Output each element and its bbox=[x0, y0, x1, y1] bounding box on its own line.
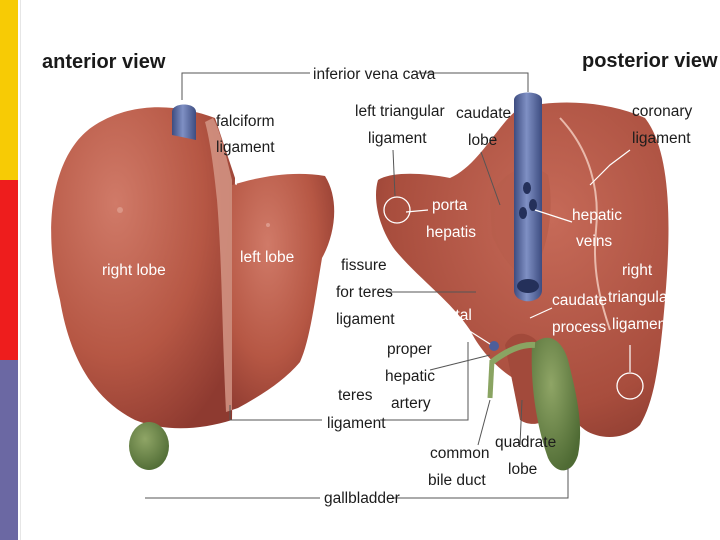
label-falciform-line1: falciform bbox=[216, 113, 275, 130]
label-caudate-process-line2: process bbox=[552, 319, 607, 336]
label-porta-hepatis-line1: porta bbox=[432, 197, 468, 214]
label-proper-hepatic-line2: hepatic bbox=[385, 368, 435, 385]
label-proper-hepatic-line1: proper bbox=[387, 341, 432, 358]
label-hepatic-veins-line1: hepatic bbox=[572, 207, 622, 224]
anterior-gallbladder-shape bbox=[129, 422, 169, 470]
portal-vein-shape bbox=[489, 341, 499, 351]
label-right-lobe: right lobe bbox=[102, 262, 166, 279]
common-bile-duct-shape bbox=[490, 360, 492, 398]
label-fissure-line2: for teres bbox=[336, 284, 393, 301]
anterior-view-title: anterior view bbox=[42, 51, 166, 73]
label-coronary-line1: coronary bbox=[632, 103, 693, 120]
label-quadrate-line1: quadrate bbox=[495, 434, 556, 451]
label-left-triangular-line1: left triangular bbox=[355, 103, 445, 120]
label-porta-hepatis-line2: hepatis bbox=[426, 224, 476, 241]
label-portal-vein-line1: portal bbox=[433, 307, 472, 324]
label-proper-hepatic-line3: artery bbox=[391, 395, 431, 412]
label-caudate-lobe-line2: lobe bbox=[468, 132, 497, 149]
label-fissure-line3: ligament bbox=[336, 311, 395, 328]
label-common-bile-line1: common bbox=[430, 445, 489, 462]
label-falciform-line2: ligament bbox=[216, 139, 275, 156]
anterior-left-lobe-shape bbox=[232, 174, 334, 410]
label-right-triangular-line1: right bbox=[622, 262, 653, 279]
label-quadrate-line2: lobe bbox=[508, 461, 537, 478]
ivc-posterior-shape bbox=[514, 93, 542, 302]
label-right-triangular-line2: triangular bbox=[608, 289, 673, 306]
label-teres-line2: ligament bbox=[327, 415, 386, 432]
label-portal-vein-line2: vein bbox=[437, 333, 465, 350]
label-fissure-line1: fissure bbox=[341, 257, 387, 274]
label-caudate-process-line1: caudate bbox=[552, 292, 607, 309]
label-teres-line1: teres bbox=[338, 387, 373, 404]
posterior-view-title: posterior view bbox=[582, 50, 718, 72]
label-left-lobe: left lobe bbox=[240, 249, 294, 266]
label-right-triangular-line3: ligament bbox=[612, 316, 671, 333]
label-coronary-line2: ligament bbox=[632, 130, 691, 147]
label-left-triangular-line2: ligament bbox=[368, 130, 427, 147]
anterior-liver bbox=[51, 105, 334, 471]
posterior-liver bbox=[376, 93, 669, 471]
label-common-bile-line2: bile duct bbox=[428, 472, 486, 489]
label-caudate-lobe-line1: caudate bbox=[456, 105, 511, 122]
label-gallbladder: gallbladder bbox=[324, 490, 400, 507]
ivc-anterior-shape bbox=[172, 105, 196, 141]
label-inferior-vena-cava: inferior vena cava bbox=[313, 66, 436, 83]
label-hepatic-veins-line2: veins bbox=[576, 233, 612, 250]
